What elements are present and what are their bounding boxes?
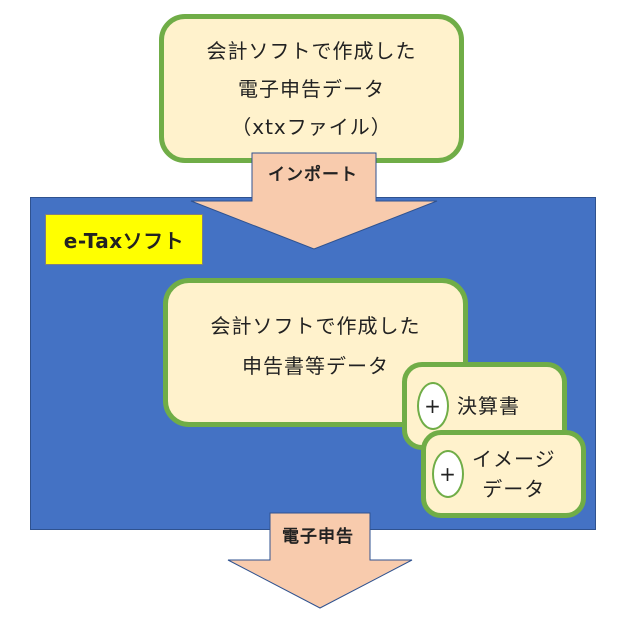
- import-arrow: [190, 152, 438, 250]
- etax-software-label: e-Taxソフト: [45, 214, 203, 265]
- inner-line-2: 申告書等データ: [242, 353, 389, 378]
- source-line-3: （xtxファイル）: [231, 114, 392, 139]
- import-arrow-label: インポート: [268, 165, 358, 185]
- inner-line-1: 会計ソフトで作成した: [210, 313, 421, 338]
- source-line-1: 会計ソフトで作成した: [206, 38, 417, 63]
- plus-icon: +: [417, 382, 449, 430]
- export-arrow-label: 電子申告: [282, 527, 354, 547]
- source-data-box: 会計ソフトで作成した 電子申告データ （xtxファイル）: [159, 14, 464, 163]
- image-data-box: + イメージ データ: [421, 430, 586, 518]
- financial-statement-label: 決算書: [457, 394, 520, 418]
- source-line-2: 電子申告データ: [238, 76, 385, 101]
- image-line-2: データ: [482, 477, 546, 501]
- image-line-1: イメージ: [472, 447, 556, 471]
- export-arrow: [227, 512, 413, 609]
- image-data-label: イメージ データ: [472, 444, 556, 504]
- plus-icon: +: [432, 450, 464, 498]
